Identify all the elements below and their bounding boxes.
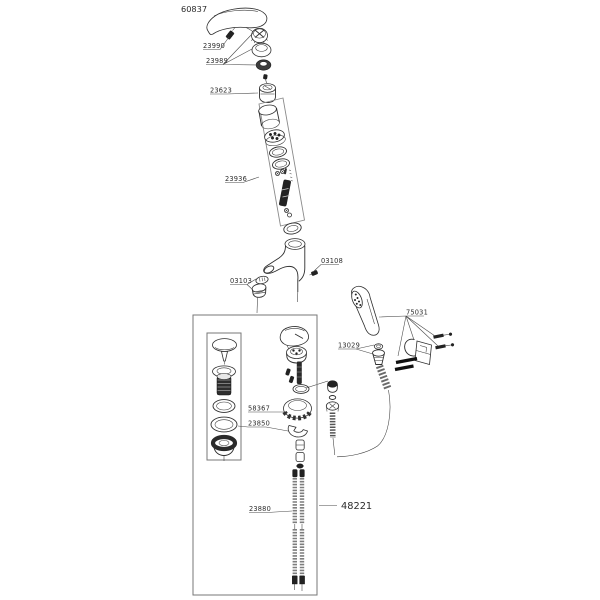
- part-label-aerator: 03103: [230, 277, 252, 285]
- connection-hoses: [292, 478, 305, 591]
- seal-clip: [287, 425, 308, 438]
- drain-seat: [210, 434, 238, 461]
- part-label-cartridge: 23623: [210, 87, 232, 95]
- part-label-wall-bracket: 75031: [406, 309, 428, 317]
- part-label-drain-set: 48221: [341, 501, 372, 512]
- popup-drain-assembly: [206, 332, 242, 461]
- bracket-clamp: [404, 338, 416, 357]
- part-label-seal-clip: 23850: [248, 420, 270, 428]
- part-label-hoses: 23880: [249, 505, 271, 513]
- bracket-housing: [414, 340, 432, 366]
- diverter-stem: [296, 361, 302, 384]
- product-number-label: 60837: [181, 4, 207, 14]
- part-label-lock-nut: 58367: [248, 405, 270, 413]
- check-valve: [305, 380, 340, 456]
- bracket-screw: [433, 332, 453, 339]
- part-label-cap-set: 23989: [206, 57, 228, 65]
- bracket-screw-2: [435, 343, 455, 350]
- leader-lines: [203, 32, 439, 513]
- coiled-hose: [375, 364, 392, 391]
- wall-bar-2: [394, 364, 414, 372]
- cartridge: [259, 83, 276, 103]
- wall-bar: [395, 356, 418, 365]
- lever-handle: [206, 7, 268, 35]
- handle-assembly: [206, 7, 272, 84]
- piston: [279, 168, 291, 207]
- spray-face: [351, 290, 363, 309]
- diverter-assembly: [279, 326, 313, 591]
- lock-nut: [282, 398, 313, 421]
- part-label-cartridge-parts: 23936: [225, 175, 247, 183]
- hose-seal: [372, 343, 385, 365]
- diverter-knob: [279, 326, 309, 347]
- popup-threaded-body: [216, 373, 232, 396]
- drain-set-box: [192, 314, 318, 596]
- cartridge-stem: [263, 74, 268, 84]
- hand-shower: [336, 285, 392, 458]
- shower-hose-curve: [336, 389, 391, 458]
- part-label-hose-seal: 13029: [338, 342, 360, 350]
- part-label-set-screw: 03108: [321, 257, 343, 265]
- aerator: [251, 275, 269, 314]
- lever-pin: [225, 27, 236, 40]
- carrier-disc: [264, 129, 286, 147]
- handle-seal-ring: [255, 59, 272, 71]
- cartridge-parts-box: [258, 97, 306, 235]
- faucet-body: [251, 238, 318, 314]
- part-label-lever-pin: 23990: [203, 42, 225, 50]
- handle-cap: [251, 27, 268, 45]
- part-labels: 60837 23990 23989 23623 23936 03108 0310…: [181, 4, 428, 513]
- wall-bracket: [394, 332, 455, 372]
- handle-dome: [251, 42, 272, 58]
- set-screw: [309, 270, 318, 276]
